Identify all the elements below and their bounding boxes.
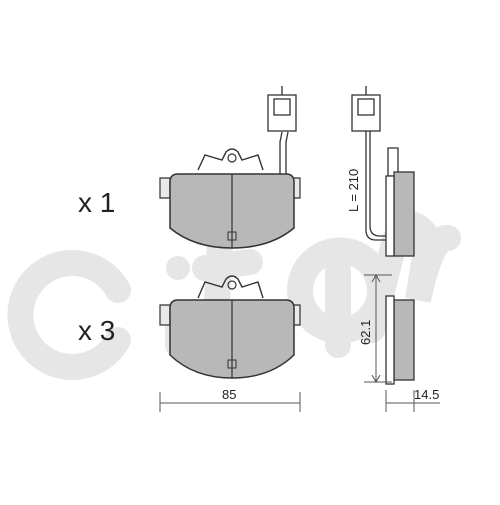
wear-sensor (267, 86, 395, 241)
quantity-label-top: x 1 (78, 187, 115, 218)
width-dimension-label: 85 (222, 387, 236, 402)
width-dimension (159, 392, 301, 412)
thickness-dimension (385, 390, 440, 412)
pad-side-profile-bottom (385, 295, 415, 385)
quantity-label-bottom: x 3 (78, 315, 115, 346)
brake-pad-top (159, 148, 301, 249)
sensor-connector-front (267, 94, 297, 132)
pad-spring-clip (197, 275, 264, 299)
sensor-connector-side (351, 94, 381, 132)
thickness-dimension-label: 14.5 (414, 387, 439, 402)
brake-pad-bottom (159, 275, 301, 379)
wire-length-label: L = 210 (346, 169, 361, 212)
pad-side-profile-top (385, 147, 415, 257)
pad-spring-clip (197, 148, 264, 171)
height-dimension-label: 62.1 (358, 320, 373, 345)
height-dimension (364, 273, 392, 384)
